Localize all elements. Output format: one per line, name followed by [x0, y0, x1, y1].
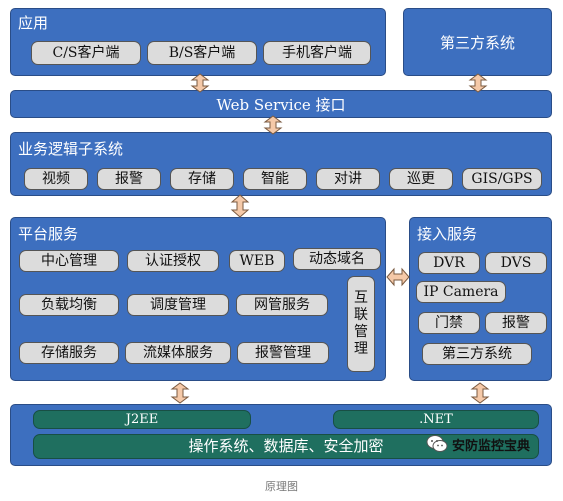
- caption: 原理图: [265, 480, 298, 493]
- access-alarm: 报警: [485, 312, 547, 334]
- app-box: 应用 C/S客户端 B/S客户端 手机客户端: [10, 8, 386, 76]
- platform-auth: 认证授权: [127, 250, 219, 272]
- platform-netmgmt: 网管服务: [236, 294, 328, 316]
- arrow-app-webservice: [190, 73, 210, 93]
- business-patrol: 巡更: [389, 168, 453, 190]
- cs-client: C/S客户端: [31, 41, 141, 65]
- mobile-client: 手机客户端: [263, 41, 371, 65]
- web-service-bar: Web Service 接口: [10, 90, 552, 118]
- access-dvs: DVS: [485, 252, 547, 274]
- access-ip-camera: IP Camera: [416, 281, 506, 303]
- platform-box-title: 平台服务: [18, 225, 79, 243]
- business-gis-gps: GIS/GPS: [462, 168, 542, 190]
- watermark-text: 安防监控宝典: [452, 438, 531, 454]
- business-alarm: 报警: [97, 168, 161, 190]
- arrow-thirdparty-webservice: [468, 73, 488, 93]
- platform-interconnect-mgmt: 互 联 管 理: [347, 276, 375, 372]
- interconnect-char-1: 互: [354, 290, 368, 306]
- platform-alarm-mgmt: 报警管理: [237, 342, 329, 364]
- platform-load-balance: 负载均衡: [19, 294, 119, 316]
- arrow-platform-infrastructure: [170, 382, 190, 404]
- business-video: 视频: [24, 168, 88, 190]
- arrow-platform-access: [386, 267, 410, 287]
- access-third-party: 第三方系统: [422, 343, 532, 365]
- platform-center-mgmt: 中心管理: [19, 250, 119, 272]
- platform-dispatch: 调度管理: [127, 294, 229, 316]
- business-intercom: 对讲: [316, 168, 380, 190]
- net-bar: .NET: [333, 410, 539, 429]
- platform-storage-service: 存储服务: [19, 342, 119, 364]
- wechat-icon: [426, 435, 448, 452]
- os-db-security-bar: 操作系统、数据库、安全加密: [33, 434, 539, 459]
- arrow-webservice-business: [263, 115, 283, 135]
- platform-box: 平台服务 中心管理 认证授权 WEB 动态域名 负载均衡 调度管理 网管服务 存…: [10, 217, 386, 381]
- access-box: 接入服务 DVR DVS IP Camera 门禁 报警 第三方系统: [409, 217, 552, 381]
- bs-client: B/S客户端: [147, 41, 257, 65]
- access-door: 门禁: [418, 312, 480, 334]
- third-party-top-label: 第三方系统: [439, 33, 515, 52]
- platform-web: WEB: [229, 250, 285, 272]
- interconnect-char-3: 管: [354, 324, 368, 340]
- business-storage: 存储: [170, 168, 234, 190]
- business-box: 业务逻辑子系统 视频 报警 存储 智能 对讲 巡更 GIS/GPS: [10, 132, 552, 196]
- arrow-business-platform: [230, 194, 250, 218]
- j2ee-bar: J2EE: [33, 410, 251, 429]
- platform-streaming: 流媒体服务: [125, 342, 231, 364]
- business-intelligence: 智能: [243, 168, 307, 190]
- platform-ddns: 动态域名: [293, 248, 381, 270]
- business-box-title: 业务逻辑子系统: [18, 140, 124, 158]
- access-box-title: 接入服务: [417, 225, 478, 243]
- arrow-access-infrastructure: [470, 382, 490, 404]
- watermark: 安防监控宝典: [426, 432, 552, 456]
- access-dvr: DVR: [418, 252, 480, 274]
- interconnect-char-2: 联: [354, 307, 368, 323]
- interconnect-char-4: 理: [354, 341, 368, 357]
- third-party-top-box: 第三方系统: [403, 8, 552, 76]
- web-service-label: Web Service 接口: [216, 95, 346, 114]
- app-box-title: 应用: [18, 14, 49, 32]
- infrastructure-box: J2EE .NET 操作系统、数据库、安全加密: [10, 404, 552, 466]
